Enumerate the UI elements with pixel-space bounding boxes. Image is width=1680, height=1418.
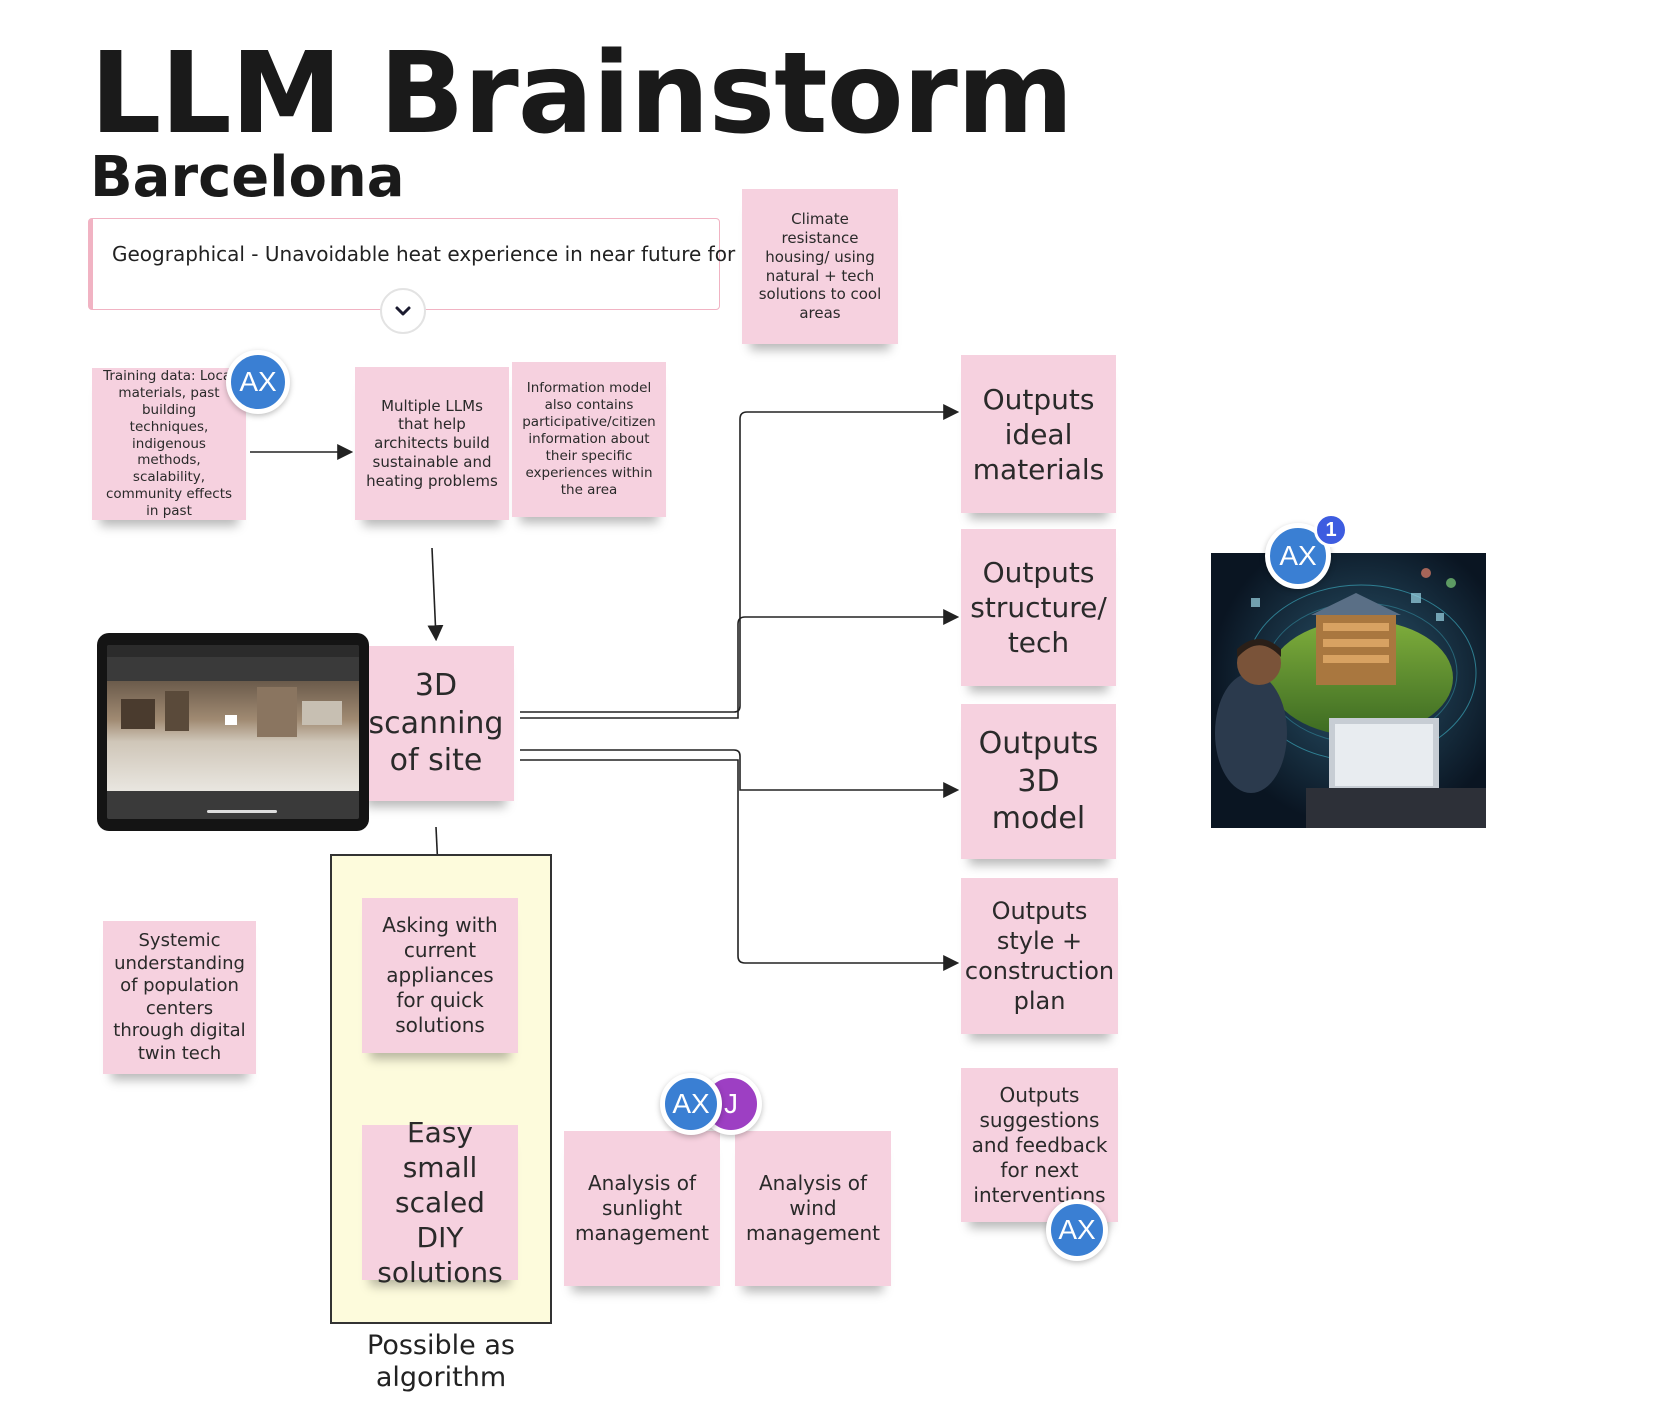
sticky-note-information-model[interactable]: Information model also contains particip… [512, 362, 666, 517]
sticky-note-multiple-llms[interactable]: Multiple LLMs that help architects build… [355, 367, 509, 520]
sticky-note-text: Outputs style + construction plan [964, 897, 1115, 1015]
sticky-note-text: Climate resistance housing/ using natura… [758, 210, 882, 322]
sticky-note-outputs-structure[interactable]: Outputs structure/ tech [961, 529, 1116, 686]
arrow-to-3d [520, 749, 960, 798]
sticky-note-climate[interactable]: Climate resistance housing/ using natura… [742, 189, 898, 344]
sticky-note-text: Outputs suggestions and feedback for nex… [971, 1082, 1108, 1207]
sticky-note-text: Multiple LLMs that help architects build… [366, 396, 498, 490]
arrow-to-style [520, 759, 960, 971]
sticky-note-text: Easy small scaled DIY solutions [377, 1116, 503, 1289]
avatar-initials: AX [672, 1088, 710, 1119]
arrow-llms-to-scanning [427, 547, 444, 642]
sticky-note-text: Outputs 3D model [978, 726, 1099, 837]
avatar-initials: AX [1279, 540, 1317, 571]
sticky-note-text: Analysis of sunlight management [575, 1171, 709, 1245]
frame-caption: Possible as algorithm [367, 1330, 515, 1394]
sticky-note-text: Training data: Local materials, past bui… [103, 368, 235, 520]
sticky-note-text: Systemic understanding of population cen… [113, 930, 246, 1064]
avatar-initials: AX [239, 366, 277, 397]
text-card-content: Geographical - Unavoidable heat experien… [112, 242, 736, 266]
tablet-scan-image[interactable] [97, 633, 369, 831]
notification-badge[interactable]: 1 [1314, 513, 1348, 547]
sticky-note-text: Outputs structure/ tech [970, 556, 1107, 659]
sticky-note-easy-diy[interactable]: Easy small scaled DIY solutions [362, 1116, 518, 1289]
user-avatar-ax-collab[interactable]: AX [660, 1073, 722, 1135]
avatar-initials: J [724, 1088, 738, 1119]
tablet-screen [107, 645, 359, 819]
user-avatar-ax-suggestions[interactable]: AX [1046, 1199, 1108, 1261]
sticky-note-systemic[interactable]: Systemic understanding of population cen… [103, 921, 256, 1074]
chevron-down-icon [395, 306, 411, 316]
sticky-note-sunlight[interactable]: Analysis of sunlight management [564, 1131, 720, 1286]
sticky-note-text: Outputs ideal materials [972, 382, 1105, 486]
sticky-note-outputs-materials[interactable]: Outputs ideal materials [961, 355, 1116, 513]
sticky-note-text: 3D scanning of site [368, 668, 504, 779]
room-scan-view [107, 681, 359, 791]
sticky-note-outputs-suggestions[interactable]: Outputs suggestions and feedback for nex… [961, 1068, 1118, 1222]
tablet-status-bar [107, 645, 359, 657]
expand-button[interactable] [380, 288, 426, 334]
sticky-note-outputs-3d[interactable]: Outputs 3D model [961, 704, 1116, 859]
board-title: LLM Brainstorm [90, 29, 1074, 159]
sticky-note-wind[interactable]: Analysis of wind management [735, 1131, 891, 1286]
sticky-note-outputs-style[interactable]: Outputs style + construction plan [961, 878, 1118, 1034]
notification-count: 1 [1325, 518, 1337, 541]
avatar-initials: AX [1058, 1214, 1096, 1245]
board-subtitle: Barcelona [90, 145, 405, 210]
sticky-note-text: Analysis of wind management [746, 1171, 880, 1245]
ai-generated-image[interactable] [1211, 553, 1486, 828]
arrow-to-structure [520, 609, 960, 719]
sticky-note-3d-scanning[interactable]: 3D scanning of site [358, 646, 514, 801]
sticky-note-text: Information model also contains particip… [522, 380, 656, 498]
sticky-note-asking[interactable]: Asking with current appliances for quick… [362, 898, 518, 1053]
sticky-note-training-data[interactable]: Training data: Local materials, past bui… [92, 368, 246, 520]
home-indicator [207, 810, 277, 813]
user-avatar-ax[interactable]: AX [226, 350, 290, 414]
architect-island-illustration [1211, 553, 1486, 828]
sticky-note-text: Asking with current appliances for quick… [382, 913, 498, 1037]
